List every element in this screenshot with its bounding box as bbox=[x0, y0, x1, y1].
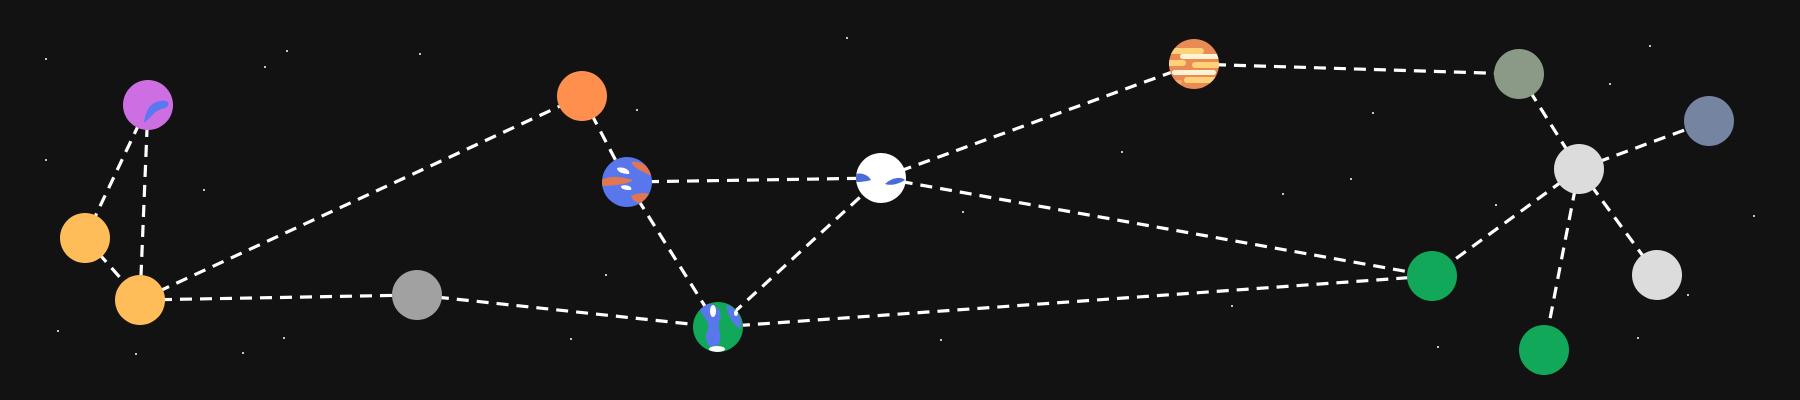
star-dot bbox=[1609, 83, 1611, 85]
route-link-earth-green-a bbox=[717, 274, 1433, 329]
star-dot bbox=[605, 274, 607, 276]
star-dot bbox=[1372, 112, 1374, 114]
planet-nodes bbox=[60, 39, 1734, 375]
planet-yellow-a[interactable] bbox=[60, 213, 110, 263]
route-link-blue-red-earth bbox=[625, 181, 720, 328]
route-link-banded-sage bbox=[1193, 62, 1520, 76]
planet-body bbox=[1554, 144, 1604, 194]
route-links bbox=[83, 62, 1710, 351]
planet-white[interactable] bbox=[855, 153, 906, 203]
planet-body bbox=[60, 213, 110, 263]
planet-banded[interactable] bbox=[1164, 39, 1222, 89]
route-link-white-green-a bbox=[880, 176, 1433, 278]
planet-violet[interactable] bbox=[123, 80, 173, 130]
planet-sage[interactable] bbox=[1494, 49, 1544, 99]
planet-grey[interactable] bbox=[392, 270, 442, 320]
route-link-earth-white bbox=[716, 176, 883, 329]
route-link-light-grey-green-b bbox=[1542, 168, 1581, 351]
route-link-yellow-b-grey bbox=[139, 293, 418, 302]
planet-body bbox=[1632, 250, 1682, 300]
planet-body bbox=[1494, 49, 1544, 99]
route-link-violet-yellow-b bbox=[138, 104, 150, 301]
route-link-light-grey-green-a bbox=[1431, 167, 1580, 278]
route-link-yellow-b-orange bbox=[139, 94, 583, 302]
star-dot bbox=[45, 159, 47, 161]
star-dot bbox=[570, 338, 572, 340]
planet-body bbox=[557, 71, 607, 121]
star-dot bbox=[419, 53, 421, 55]
planet-slate[interactable] bbox=[1684, 96, 1734, 146]
star-dot bbox=[57, 330, 59, 332]
star-dot bbox=[283, 337, 285, 339]
planet-green-a[interactable] bbox=[1407, 251, 1457, 301]
planet-surface-detail bbox=[856, 173, 905, 185]
star-dot bbox=[1121, 151, 1123, 153]
planet-body bbox=[115, 275, 165, 325]
planet-body bbox=[1407, 251, 1457, 301]
planet-body bbox=[392, 270, 442, 320]
star-dot bbox=[962, 211, 964, 213]
star-dot bbox=[1231, 305, 1233, 307]
planet-surface-detail bbox=[699, 302, 742, 352]
planet-orange[interactable] bbox=[557, 71, 607, 121]
star-dot bbox=[1495, 204, 1497, 206]
route-link-white-banded bbox=[880, 62, 1195, 180]
star-dot bbox=[135, 353, 137, 355]
planet-light-grey-b[interactable] bbox=[1632, 250, 1682, 300]
planet-body bbox=[1519, 325, 1569, 375]
star-dot bbox=[1350, 178, 1352, 180]
star-dot bbox=[1649, 45, 1651, 47]
planet-body bbox=[1684, 96, 1734, 146]
planet-surface-detail bbox=[602, 161, 652, 203]
planet-light-grey[interactable] bbox=[1554, 144, 1604, 194]
star-dot bbox=[1687, 294, 1689, 296]
route-link-blue-red-white bbox=[626, 176, 882, 184]
planet-blue-red[interactable] bbox=[601, 157, 652, 207]
route-link-grey-earth bbox=[416, 293, 719, 329]
star-dot bbox=[286, 50, 288, 52]
star-dot bbox=[846, 37, 848, 39]
star-dot bbox=[45, 58, 47, 60]
star-dot bbox=[242, 352, 244, 354]
planet-body bbox=[856, 153, 906, 203]
star-dot bbox=[1753, 215, 1755, 217]
planet-surface-detail bbox=[144, 100, 169, 123]
planet-green-b[interactable] bbox=[1519, 325, 1569, 375]
star-dot bbox=[940, 339, 942, 341]
starfield bbox=[45, 37, 1755, 355]
star-dot bbox=[264, 66, 266, 68]
planet-yellow-b[interactable] bbox=[115, 275, 165, 325]
planet-earth[interactable] bbox=[693, 302, 743, 352]
star-dot bbox=[1437, 346, 1439, 348]
star-dot bbox=[1637, 337, 1639, 339]
planet-body bbox=[123, 80, 173, 130]
star-dot bbox=[1282, 193, 1284, 195]
star-dot bbox=[636, 109, 638, 111]
star-dot bbox=[203, 189, 205, 191]
